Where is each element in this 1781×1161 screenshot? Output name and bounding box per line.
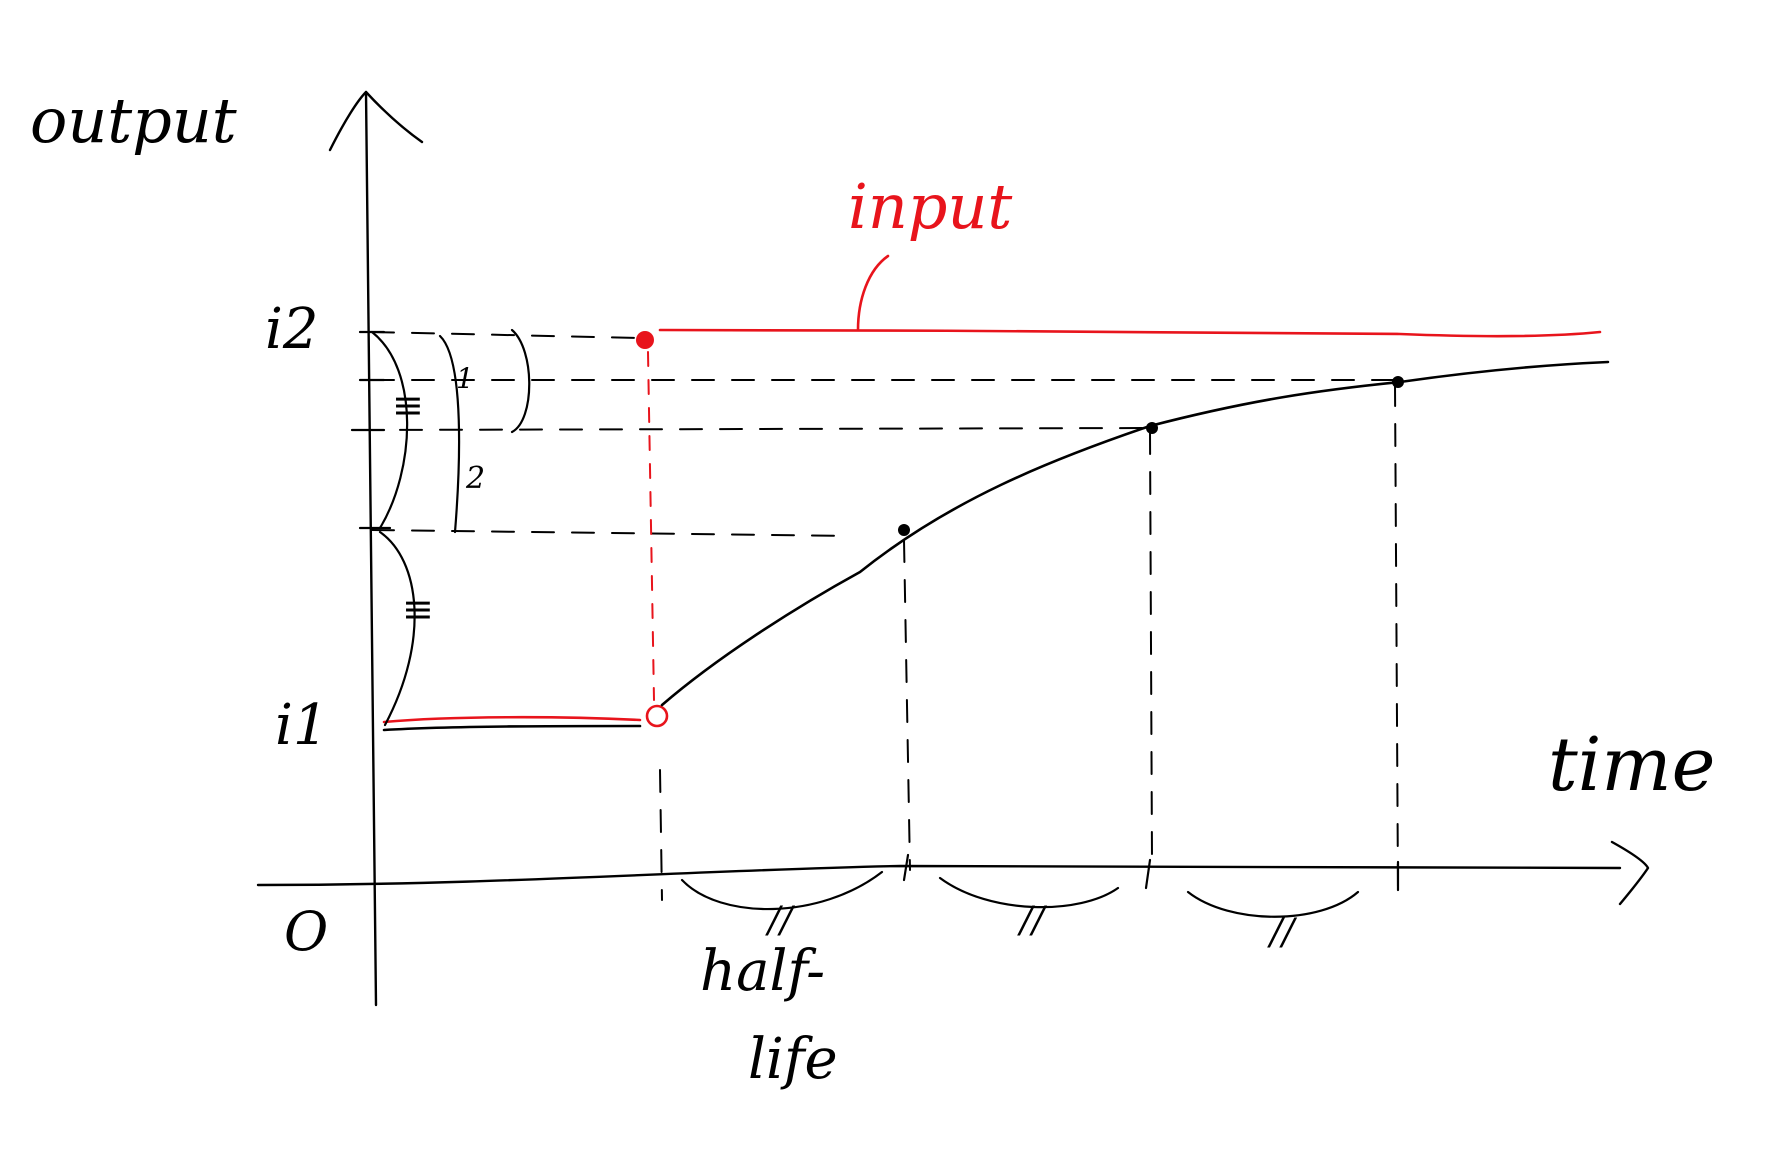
guide-time-4 [1394, 383, 1399, 891]
half-life-equal-mark-1: // [765, 900, 796, 941]
half-life-brace-3 [1186, 890, 1360, 918]
brace-ratio-2 [438, 334, 461, 534]
output-response-segment [660, 360, 1610, 707]
half-life-points [898, 376, 1404, 536]
output-curve [382, 360, 1610, 732]
half-life-label-line1: half- [700, 939, 825, 1004]
y-axis-label: output [30, 84, 237, 157]
curve-point-2 [1146, 422, 1158, 434]
guide-time-3 [1149, 431, 1153, 861]
half-life-equal-mark-3: // [1267, 912, 1298, 953]
curve-point-3 [1392, 376, 1404, 388]
half-life-braces [680, 853, 1400, 918]
level-i2-label: i2 [265, 297, 319, 362]
y-axis [328, 90, 424, 1007]
brace-equal-mark-upper: ≡ [392, 383, 424, 427]
input-step-start-marker [645, 704, 669, 728]
brace-upper-halfway [370, 330, 409, 530]
input-step-end-marker [636, 331, 654, 349]
level-i1-label: i1 [275, 693, 329, 758]
input-label-leader [856, 254, 890, 332]
output-initial-segment [382, 724, 642, 732]
guide-level-1 [371, 529, 851, 537]
input-low-segment [382, 715, 642, 724]
brace-lower-halfway [378, 530, 416, 727]
input-signal [382, 254, 1602, 724]
input-label: input [848, 170, 1012, 243]
guide-input-step [647, 351, 655, 701]
half-life-brace-1 [680, 870, 884, 911]
half-life-tick-1 [902, 853, 910, 882]
half-life-tick-2 [1144, 858, 1152, 890]
half-life-brace-2 [938, 876, 1120, 909]
brace-ratio-2-label: 2 [465, 461, 485, 496]
brace-marks [350, 328, 531, 727]
guide-time-1 [659, 769, 663, 901]
guide-i2 [371, 331, 641, 339]
curve-point-1 [898, 524, 910, 536]
guide-level-2 [359, 427, 1151, 431]
guide-time-2 [903, 539, 911, 871]
brace-ratio-1 [510, 328, 531, 434]
x-axis-label: time [1548, 722, 1715, 808]
input-high-segment [658, 328, 1602, 338]
guide-lines [359, 331, 1399, 901]
x-axis [256, 840, 1650, 906]
half-life-equal-mark-2: // [1017, 900, 1048, 941]
half-life-label-line2: life [748, 1027, 838, 1092]
brace-equal-mark-lower: ≡ [402, 587, 434, 631]
brace-ratio-1-label: 1 [456, 362, 474, 395]
origin-label: O [284, 900, 328, 963]
